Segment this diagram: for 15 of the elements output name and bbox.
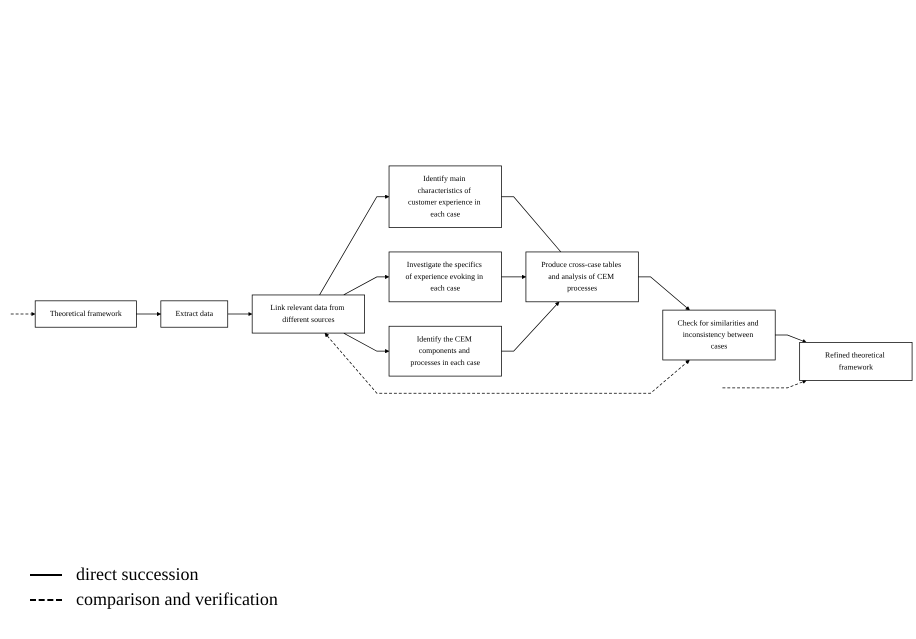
arrow bbox=[227, 312, 252, 317]
arrow bbox=[501, 275, 526, 280]
legend-text: direct succession bbox=[76, 564, 198, 585]
arrow bbox=[324, 333, 690, 394]
arrow bbox=[10, 312, 36, 317]
arrow bbox=[638, 276, 690, 311]
arrow bbox=[343, 275, 390, 296]
legend-text: comparison and verification bbox=[76, 589, 278, 610]
arrow bbox=[722, 380, 807, 389]
arrow bbox=[319, 195, 390, 296]
arrow bbox=[501, 302, 560, 352]
connector bbox=[501, 196, 562, 253]
arrow bbox=[774, 335, 807, 344]
arrow bbox=[343, 333, 390, 354]
arrow bbox=[136, 312, 162, 317]
